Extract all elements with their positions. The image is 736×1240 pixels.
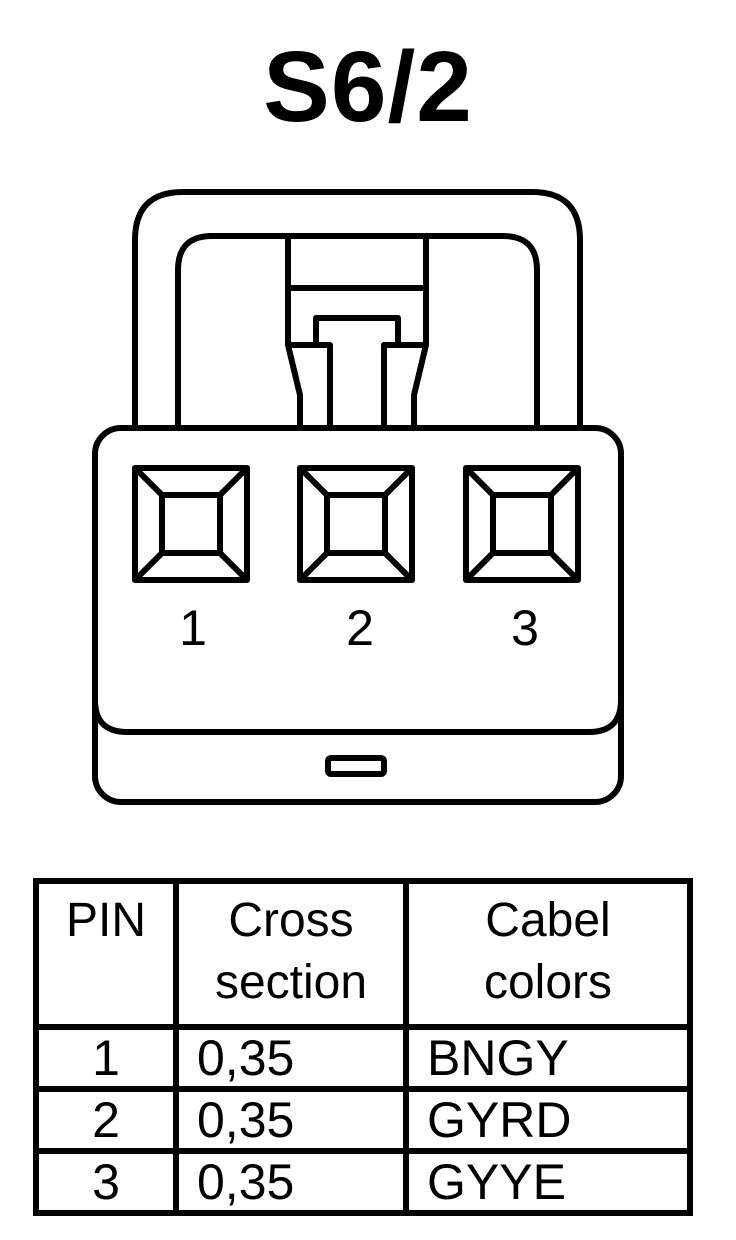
- header-cable-colors: Cabel colors: [403, 878, 693, 1030]
- table-row: 3 0,35 GYYE: [33, 1148, 693, 1216]
- pin-cavity-3: [463, 465, 581, 583]
- table-row: 1 0,35 BNGY: [33, 1024, 693, 1092]
- header-pin: PIN: [33, 878, 179, 1030]
- connector-body: [92, 425, 624, 805]
- cell-pin: 1: [33, 1024, 179, 1092]
- connector-lip: [92, 699, 624, 735]
- pin-table: PIN Cross section Cabel colors 1 0,35 BN…: [33, 878, 693, 1216]
- cell-cross-section: 0,35: [173, 1148, 409, 1216]
- cell-pin: 2: [33, 1086, 179, 1154]
- center-tab: [285, 236, 429, 428]
- pin-label-1: 1: [179, 600, 207, 656]
- pin-label-3: 3: [511, 600, 539, 656]
- table-header-row: PIN Cross section Cabel colors: [33, 878, 693, 1030]
- latch-outer: [132, 189, 583, 428]
- key-slot: [325, 755, 387, 777]
- diagram-title: S6/2: [263, 31, 473, 143]
- cell-colors: BNGY: [403, 1024, 693, 1092]
- connector-diagram: 1 2 3: [92, 189, 624, 805]
- pin-cavity-2: [297, 465, 415, 583]
- cell-cross-section: 0,35: [173, 1024, 409, 1092]
- pin-cavity-1: [132, 465, 250, 583]
- cell-colors: GYYE: [403, 1148, 693, 1216]
- table-row: 2 0,35 GYRD: [33, 1086, 693, 1154]
- header-cross-section: Cross section: [173, 878, 409, 1030]
- cell-pin: 3: [33, 1148, 179, 1216]
- latch-inner: [175, 233, 540, 428]
- cell-cross-section: 0,35: [173, 1086, 409, 1154]
- cell-colors: GYRD: [403, 1086, 693, 1154]
- pin-label-2: 2: [346, 600, 374, 656]
